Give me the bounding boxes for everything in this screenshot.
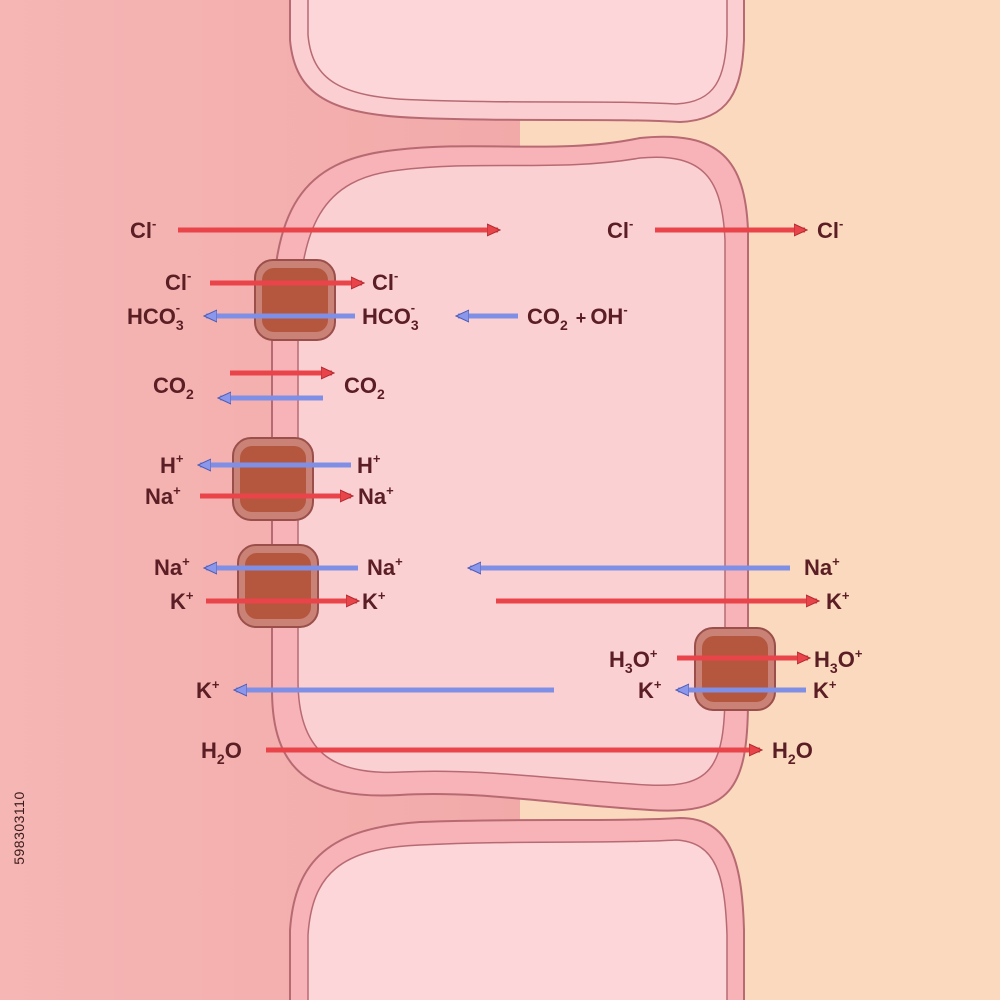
label-k-t4-left: K+ [638,677,662,703]
transporter-h-na [232,437,314,521]
label-h2o-left: H2O [201,738,242,767]
watermark-text: 598303110 [11,791,27,865]
label-h-left: H+ [160,451,184,478]
label-k-lumen: K+ [196,677,220,703]
label-h3o-right: H3O+ [814,646,863,676]
label-k-t3-left: K+ [170,588,194,614]
label-hco3-right: HCO3- [362,300,419,333]
transporter-cl-hco3 [254,259,336,341]
label-h2o-right: H2O [772,738,813,767]
label-k-t4-right: K+ [813,677,837,703]
transporter-na-k [237,544,319,628]
label-h-right: H+ [357,451,381,478]
label-cl-t1-left: Cl- [165,268,191,295]
label-na-blood: Na+ [804,554,840,580]
transporter-h3o-k [694,627,776,711]
label-k-t3-right: K+ [362,588,386,614]
label-cl-t1-right: Cl- [372,268,398,295]
label-hco3-left: HCO3- [127,300,184,333]
label-cl-cell: Cl- [607,216,633,243]
label-co2-oh: CO2+OH- [527,302,628,333]
label-h3o-left: H3O+ [609,646,658,676]
upper-cell-inner [307,0,728,105]
label-na-t3-left: Na+ [154,554,190,580]
label-na-t2-right: Na+ [358,483,394,509]
label-na-t3-right: Na+ [367,554,403,580]
label-cl-blood: Cl- [817,216,843,243]
label-co2-right: CO2 [344,373,385,402]
label-na-t2-left: Na+ [145,483,181,509]
label-k-blood: K+ [826,588,850,614]
lower-cell-interior [307,839,728,1000]
label-co2-left: CO2 [153,373,194,402]
label-cl-lumen: Cl- [130,216,156,243]
watermark-id: 598303110 [4,765,34,895]
